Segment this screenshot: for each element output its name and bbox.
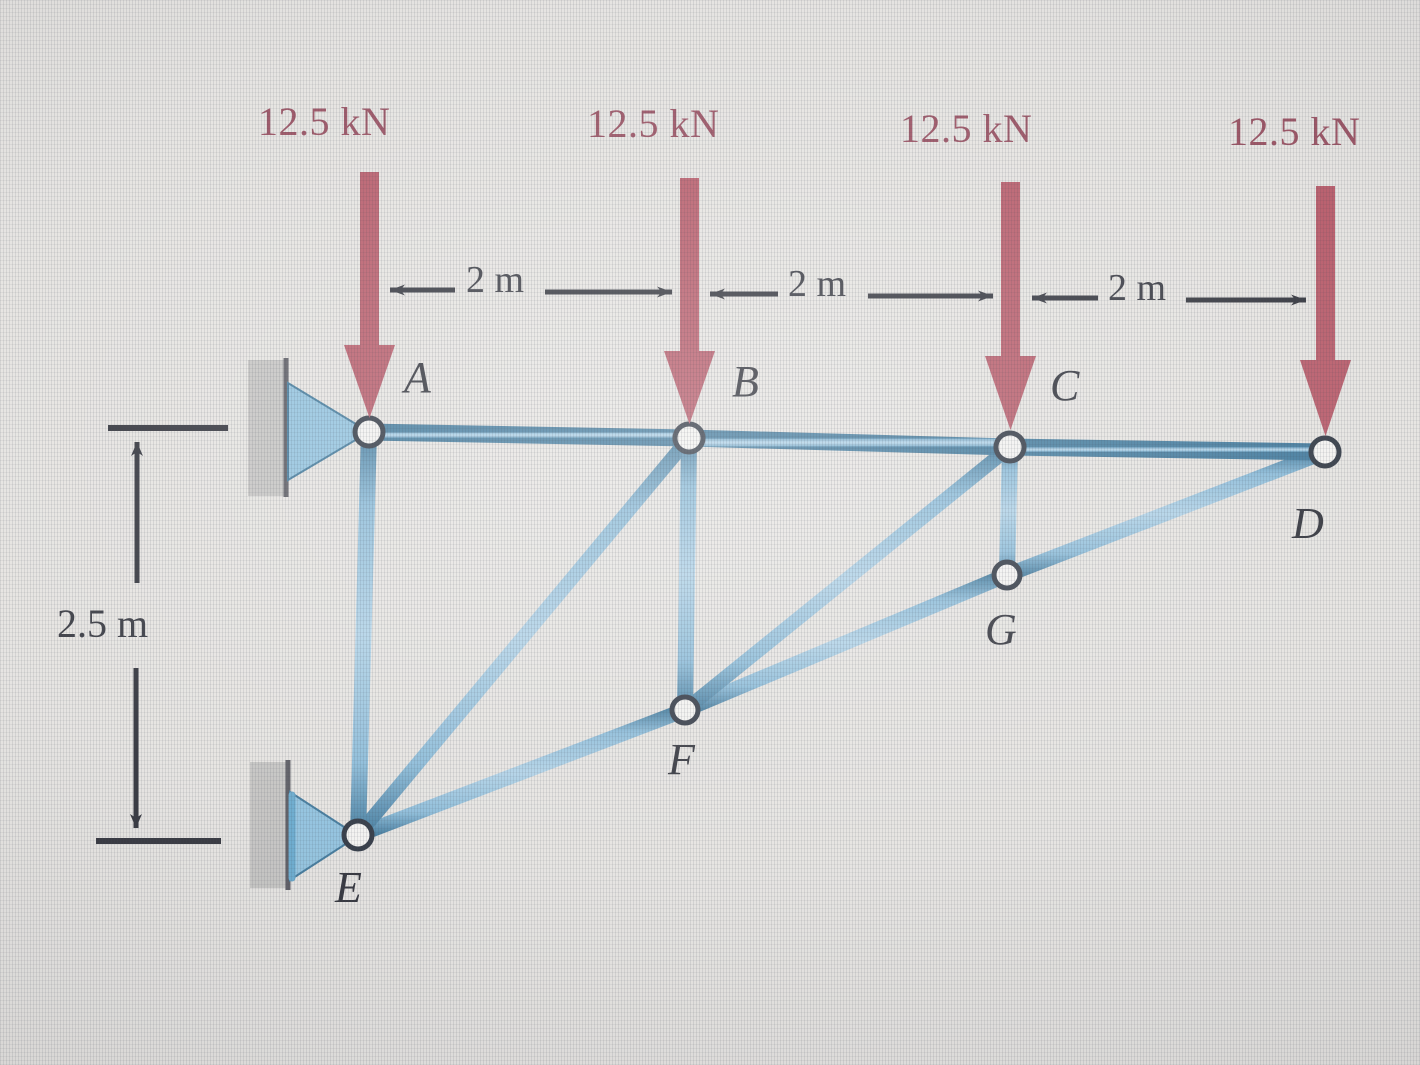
- load-arrow-D-shaft: [1316, 186, 1335, 362]
- dim-label-B-C: 2 m: [788, 263, 847, 305]
- joint-label-B: B: [732, 357, 759, 406]
- joint-label-G: G: [985, 605, 1017, 654]
- load-arrow-C-shaft: [1001, 182, 1020, 358]
- member-AE: [350, 431, 377, 836]
- dim-label-C-D: 2 m: [1108, 267, 1167, 309]
- member-CG: [999, 446, 1018, 576]
- dim-label-A-B: 2 m: [466, 259, 525, 301]
- dim-label-height: 2.5 m: [57, 601, 149, 646]
- load-arrow-B: [664, 178, 715, 424]
- joint-E: [341, 818, 375, 852]
- support-E: [250, 760, 360, 890]
- support-A: [248, 358, 371, 497]
- load-arrow-C: [985, 182, 1036, 430]
- joint-label-D: D: [1292, 499, 1324, 548]
- joint-F: [669, 694, 701, 726]
- load-arrow-B-head: [664, 351, 715, 424]
- load-label-D: 12.5 kN: [1228, 109, 1361, 154]
- horizontal-dimensions: [390, 284, 1306, 306]
- joint-label-A: A: [404, 353, 431, 402]
- load-label-C: 12.5 kN: [900, 106, 1033, 151]
- truss-members: [350, 423, 1328, 843]
- truss-joints: [341, 415, 1342, 852]
- joint-G: [991, 559, 1023, 591]
- load-label-B: 12.5 kN: [587, 101, 720, 146]
- support-E-hatch: [250, 762, 286, 888]
- support-A-pin-triangle: [287, 381, 371, 482]
- support-A-hatch: [248, 360, 285, 496]
- joint-A: [352, 415, 386, 449]
- load-arrow-A-shaft: [360, 172, 379, 347]
- joint-label-F: F: [668, 735, 695, 784]
- member-BC: [688, 429, 1011, 456]
- member-FG: [682, 568, 1010, 717]
- load-arrow-B-shaft: [680, 178, 699, 353]
- load-arrow-D: [1300, 186, 1351, 436]
- member-AB: [368, 423, 690, 447]
- load-arrows: [344, 172, 1351, 436]
- member-EB: [352, 433, 695, 840]
- load-label-A: 12.5 kN: [258, 99, 391, 144]
- member-GD: [1004, 445, 1328, 582]
- member-EF: [355, 702, 688, 843]
- load-arrow-A: [344, 172, 395, 418]
- joint-B: [672, 421, 706, 455]
- joint-label-C: C: [1050, 361, 1080, 410]
- member-CD: [1009, 438, 1326, 461]
- vertical-dimension: [96, 425, 228, 844]
- load-arrow-A-head: [344, 345, 395, 418]
- load-arrow-D-head: [1300, 360, 1351, 436]
- joint-D: [1308, 435, 1342, 469]
- member-BF: [677, 437, 697, 711]
- joint-label-E: E: [335, 863, 362, 912]
- load-arrow-C-head: [985, 356, 1036, 430]
- joint-C: [993, 430, 1027, 464]
- member-FC: [680, 441, 1015, 716]
